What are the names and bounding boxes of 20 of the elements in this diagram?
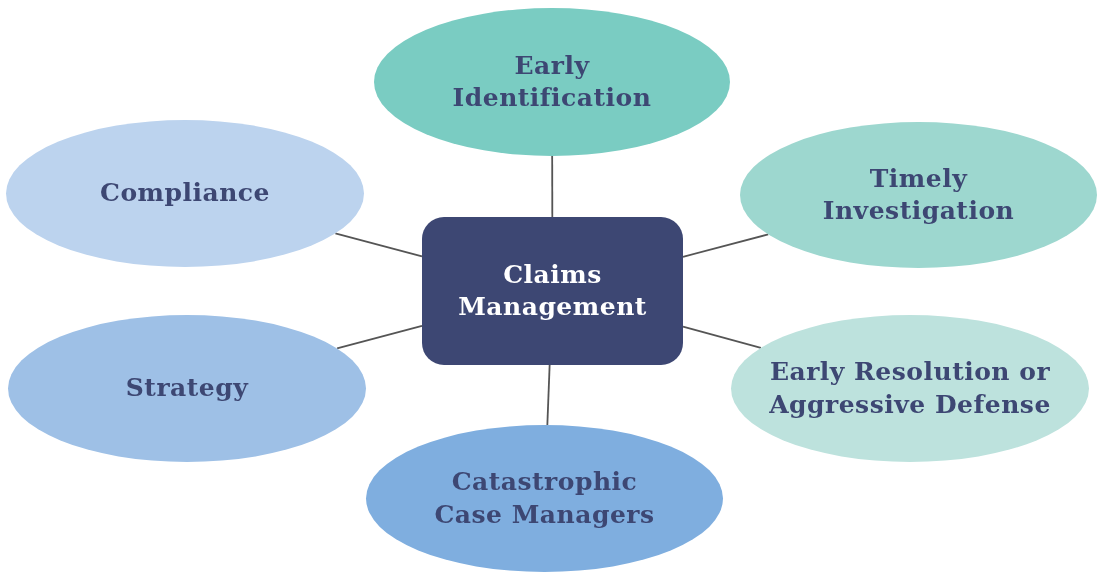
topic-ellipse [731,315,1089,462]
topic-ellipse [374,8,730,156]
process-box [422,217,683,365]
connector-line [334,232,423,258]
node-label: Timely Investigation [821,162,1016,227]
node-label: Strategy [125,372,249,405]
connector-line [336,324,423,350]
connector-line [682,325,762,349]
node-label: Compliance [100,177,270,210]
topic-ellipse [6,120,364,267]
node-label: Claims Management [457,258,648,323]
topic-ellipse [8,315,366,462]
connector-line [551,155,554,218]
connector-line [546,364,551,426]
topic-ellipse [366,425,723,572]
connector-line [682,233,770,258]
node-label: Early Identification [451,49,653,114]
node-label: Early Resolution or Aggressive Defense [768,356,1052,421]
topic-ellipse [740,122,1097,268]
node-label: Catastrophic Case Managers [433,466,656,531]
